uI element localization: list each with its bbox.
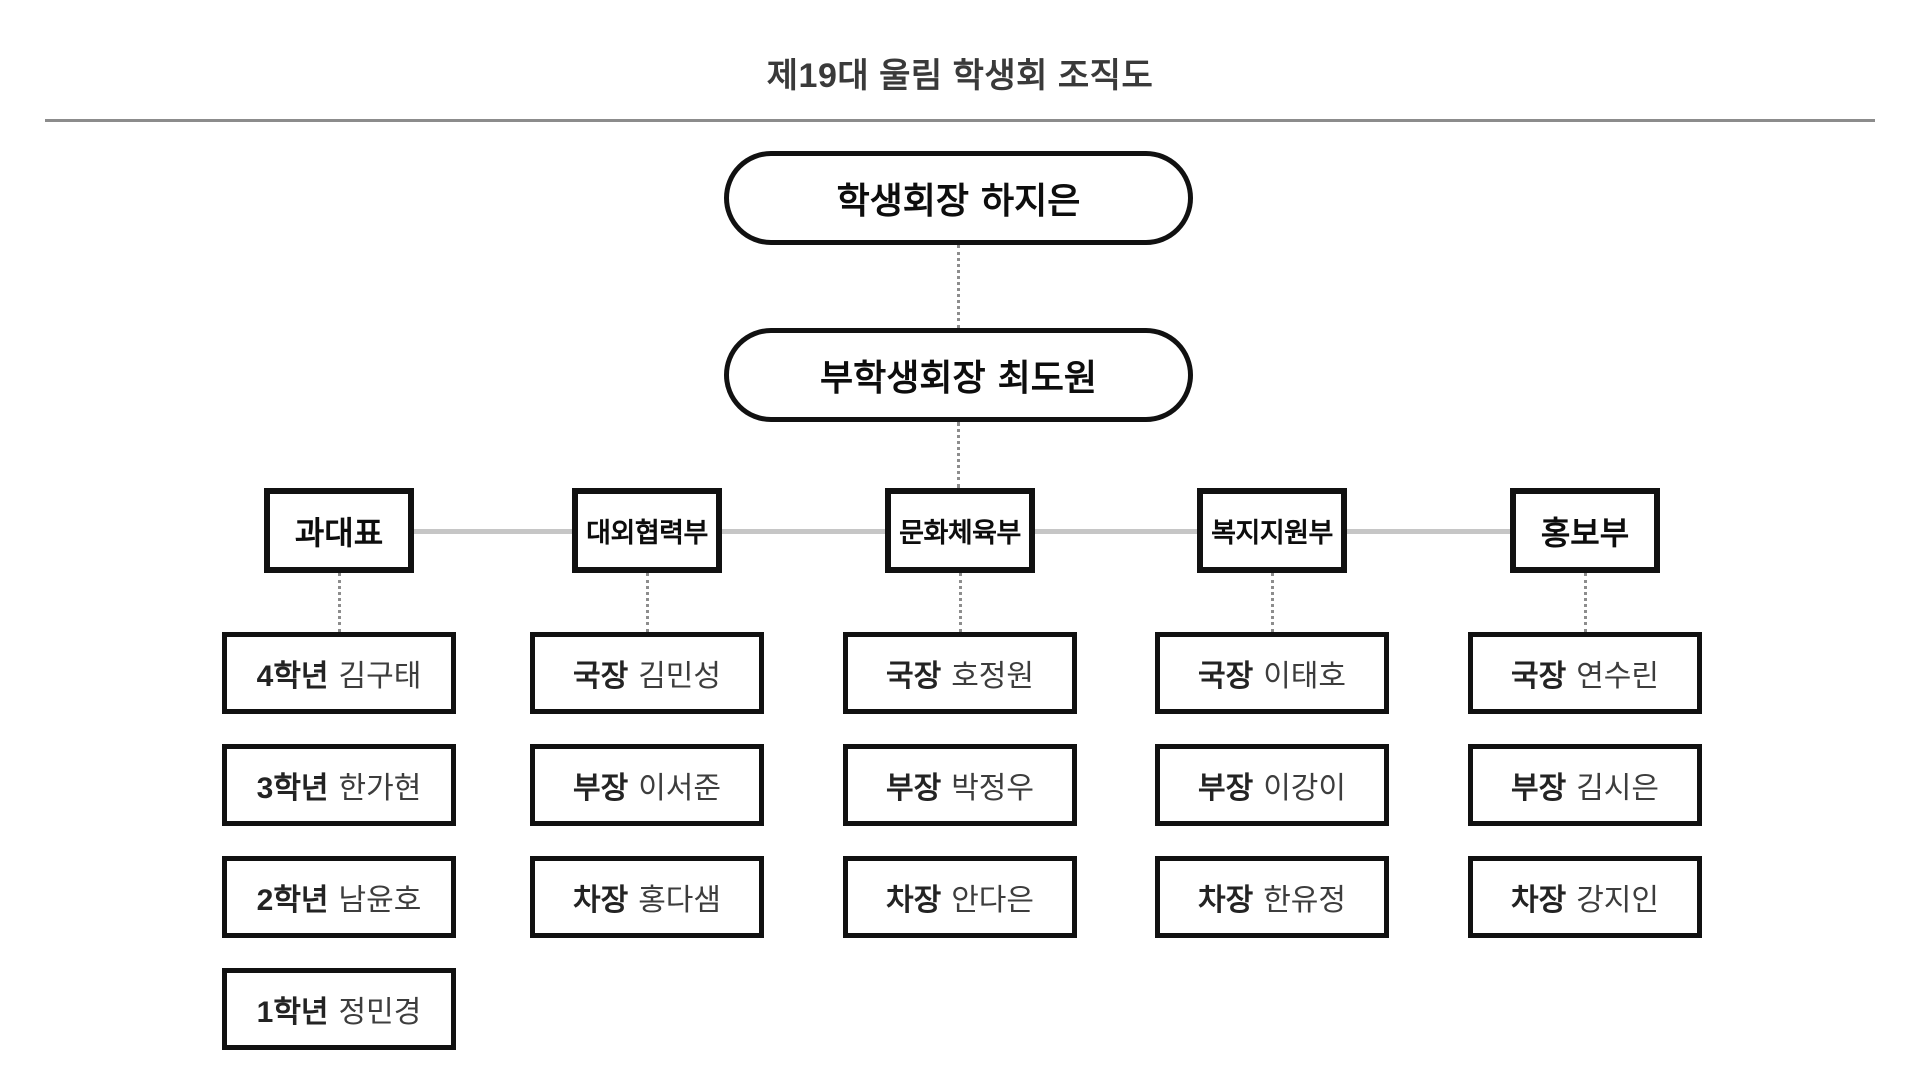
member-role: 차장 (1197, 884, 1254, 917)
connector-dept-members (1270, 573, 1274, 632)
member-name: 한가현 (338, 772, 422, 805)
member-role: 부장 (885, 772, 942, 805)
dept-box: 복지지원부 (1197, 488, 1347, 573)
member-role: 2학년 (256, 884, 329, 917)
member-box: 4학년 김구태 (222, 632, 456, 714)
member-box: 차장 안다은 (843, 856, 1077, 938)
member-name: 이강이 (1263, 772, 1346, 805)
member-box: 1학년 정민경 (222, 968, 456, 1050)
connector-dept-members (1583, 573, 1587, 632)
member-name: 박정우 (951, 772, 1034, 805)
member-name: 김민성 (638, 660, 721, 693)
member-role: 차장 (572, 884, 629, 917)
connector-dept-members (337, 573, 341, 632)
dept-box: 과대표 (264, 488, 414, 573)
member-role: 4학년 (256, 660, 329, 693)
member-box: 부장 이서준 (530, 744, 764, 826)
member-role: 1학년 (256, 996, 329, 1029)
member-name: 이서준 (638, 772, 721, 805)
member-name: 남윤호 (338, 884, 422, 917)
member-box: 부장 김시은 (1468, 744, 1702, 826)
member-name: 정민경 (338, 996, 422, 1029)
connector-president-vice (957, 245, 960, 328)
vice-president-box: 부학생회장 최도원 (724, 328, 1193, 422)
member-box: 차장 홍다샘 (530, 856, 764, 938)
vice-president-role: 부학생회장 (820, 357, 986, 398)
vice-president-name: 최도원 (997, 357, 1097, 398)
member-box: 차장 한유정 (1155, 856, 1389, 938)
member-role: 부장 (1510, 772, 1567, 805)
member-role: 부장 (1197, 772, 1254, 805)
connector-vice-departments (957, 422, 960, 488)
member-box: 2학년 남윤호 (222, 856, 456, 938)
department-column: 대외협력부 국장 김민성 부장 이서준 차장 홍다샘 (530, 488, 764, 968)
dept-box: 대외협력부 (572, 488, 722, 573)
department-column: 복지지원부 국장 이태호 부장 이강이 차장 한유정 (1155, 488, 1389, 968)
member-role: 국장 (572, 660, 629, 693)
member-role: 3학년 (256, 772, 329, 805)
member-name: 이태호 (1263, 660, 1346, 693)
member-name: 김시은 (1576, 772, 1659, 805)
president-role: 학생회장 (836, 180, 970, 221)
member-name: 홍다샘 (638, 884, 721, 917)
member-box: 국장 김민성 (530, 632, 764, 714)
dept-box: 홍보부 (1510, 488, 1660, 573)
department-column: 과대표 4학년 김구태 3학년 한가현 2학년 남윤호 1학년 정민경 (222, 488, 456, 1080)
member-name: 연수린 (1576, 660, 1659, 693)
member-box: 국장 이태호 (1155, 632, 1389, 714)
member-role: 국장 (885, 660, 942, 693)
connector-dept-members (645, 573, 649, 632)
member-box: 3학년 한가현 (222, 744, 456, 826)
member-role: 부장 (572, 772, 629, 805)
member-box: 국장 연수린 (1468, 632, 1702, 714)
department-column: 문화체육부 국장 호정원 부장 박정우 차장 안다은 (843, 488, 1077, 968)
title-divider (45, 119, 1875, 122)
member-box: 차장 강지인 (1468, 856, 1702, 938)
member-name: 호정원 (951, 660, 1034, 693)
member-name: 김구태 (338, 660, 422, 693)
department-column: 홍보부 국장 연수린 부장 김시은 차장 강지인 (1468, 488, 1702, 968)
member-role: 국장 (1197, 660, 1254, 693)
member-name: 강지인 (1576, 884, 1659, 917)
president-box: 학생회장 하지은 (724, 151, 1193, 245)
member-role: 차장 (1510, 884, 1567, 917)
member-box: 부장 박정우 (843, 744, 1077, 826)
member-box: 부장 이강이 (1155, 744, 1389, 826)
member-name: 안다은 (951, 884, 1034, 917)
member-box: 국장 호정원 (843, 632, 1077, 714)
member-role: 국장 (1510, 660, 1567, 693)
connector-dept-members (958, 573, 962, 632)
member-name: 한유정 (1263, 884, 1346, 917)
page-title: 제19대 울림 학생회 조직도 (766, 57, 1154, 95)
member-role: 차장 (885, 884, 942, 917)
dept-box: 문화체육부 (885, 488, 1035, 573)
president-name: 하지은 (981, 180, 1081, 221)
